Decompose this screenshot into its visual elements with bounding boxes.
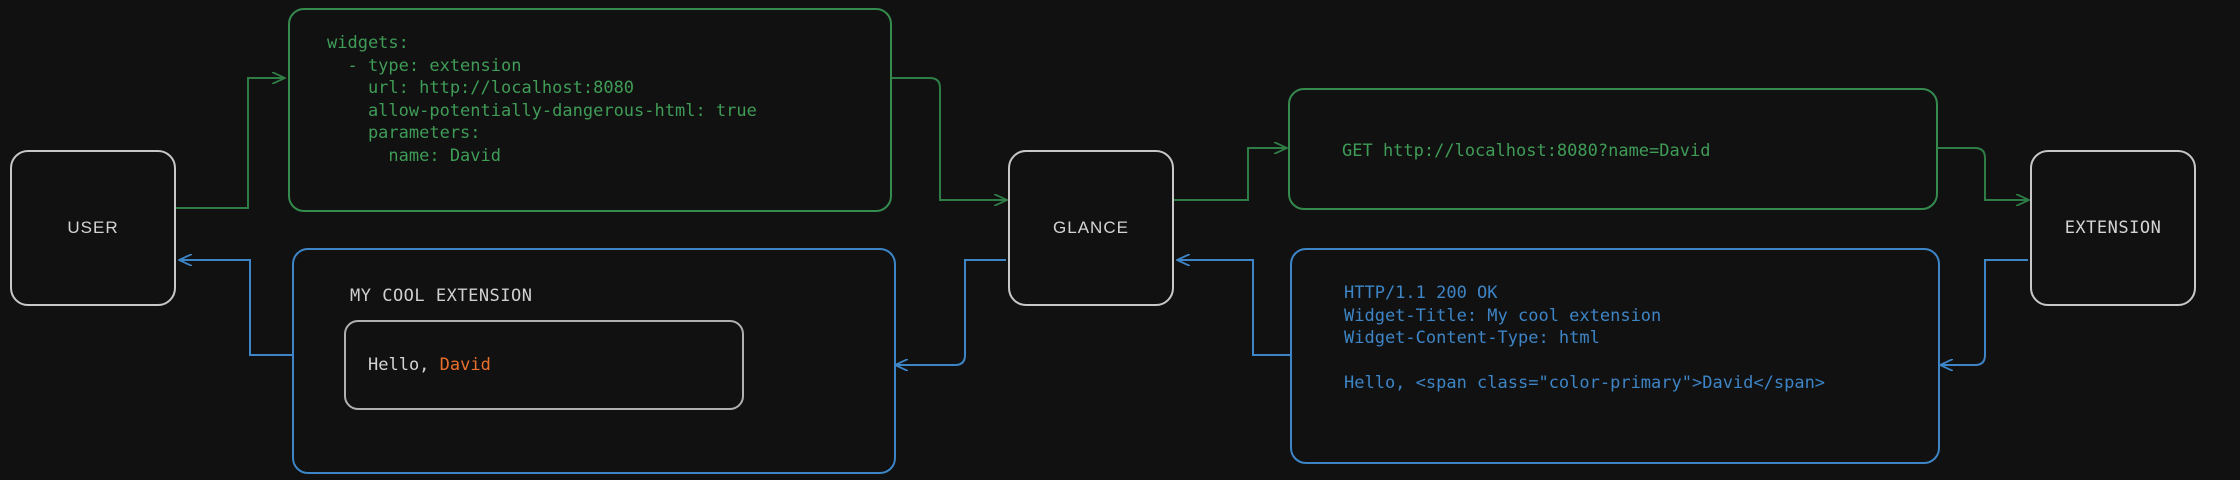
- message-config-yaml: widgets: - type: extension url: http://l…: [288, 8, 892, 212]
- wire-response-to-glance: [1178, 260, 1290, 356]
- widget-greeting: Hello, David: [346, 355, 491, 375]
- node-user[interactable]: USER: [10, 150, 176, 306]
- widget-greeting-prefix: Hello,: [368, 355, 440, 375]
- node-glance[interactable]: GLANCE: [1008, 150, 1174, 306]
- message-http-response: HTTP/1.1 200 OK Widget-Title: My cool ex…: [1290, 248, 1940, 464]
- wire-glance-to-request: [1174, 148, 1286, 201]
- http-request-text: GET http://localhost:8080?name=David: [1342, 141, 1711, 161]
- node-extension-label: EXTENSION: [2064, 218, 2162, 238]
- message-rendered-widget: MY COOL EXTENSION Hello, David: [292, 248, 896, 474]
- wire-glance-to-widget: [896, 259, 1006, 365]
- wire-request-to-extension: [1937, 147, 2028, 200]
- widget-greeting-name: David: [439, 355, 491, 375]
- node-glance-label: GLANCE: [1053, 218, 1129, 237]
- config-yaml-text: widgets: - type: extension url: http://l…: [327, 33, 757, 166]
- widget-preview-body: Hello, David: [344, 320, 744, 410]
- message-http-request: GET http://localhost:8080?name=David: [1288, 88, 1938, 210]
- http-response-text: HTTP/1.1 200 OK Widget-Title: My cool ex…: [1344, 283, 1826, 393]
- wire-widget-to-user: [180, 260, 292, 356]
- node-extension[interactable]: EXTENSION: [2030, 150, 2196, 306]
- widget-preview-title: MY COOL EXTENSION: [350, 286, 533, 306]
- wire-user-to-config: [176, 78, 284, 209]
- wire-extension-to-response: [1941, 259, 2028, 365]
- node-user-label: USER: [67, 218, 119, 237]
- wire-config-to-glance: [892, 77, 1006, 200]
